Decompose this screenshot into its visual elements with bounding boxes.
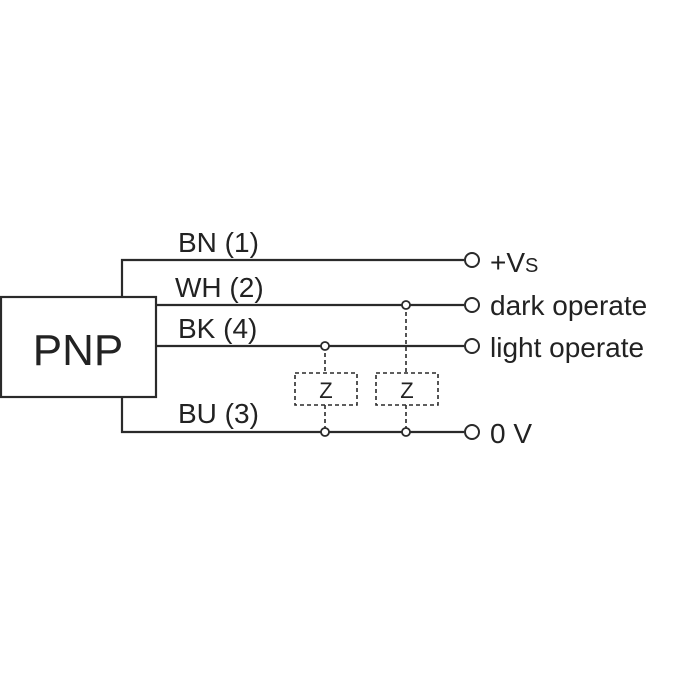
load-2-label: Z [400, 378, 413, 403]
wh-terminal-label: dark operate [490, 290, 647, 321]
load-2-box [375, 372, 439, 406]
load-1-box [294, 372, 358, 406]
bu-terminal-label: 0 V [490, 418, 532, 449]
bn-wire [120, 258, 464, 297]
bn-terminal [464, 252, 480, 268]
bu-wire [120, 397, 464, 434]
bn-label: BN (1) [178, 227, 259, 258]
load-1-top-junction [320, 341, 330, 351]
bk-terminal-label: light operate [490, 332, 644, 363]
load-1-label: Z [319, 378, 332, 403]
sensor-box [0, 295, 158, 399]
wh-terminal [464, 297, 480, 313]
bk-terminal [464, 338, 480, 354]
wh-label: WH (2) [175, 272, 264, 303]
sensor-label: PNP [33, 326, 123, 375]
bn-terminal-main: +V [490, 247, 525, 278]
load-2-bottom-junction [401, 427, 411, 437]
bu-label: BU (3) [178, 398, 259, 429]
load-1-bottom-junction [320, 427, 330, 437]
bu-terminal [464, 424, 480, 440]
load-2-top-junction [401, 300, 411, 310]
bn-terminal-label: +VS [490, 247, 538, 278]
bk-label: BK (4) [178, 313, 257, 344]
bn-terminal-sub: S [525, 255, 538, 277]
